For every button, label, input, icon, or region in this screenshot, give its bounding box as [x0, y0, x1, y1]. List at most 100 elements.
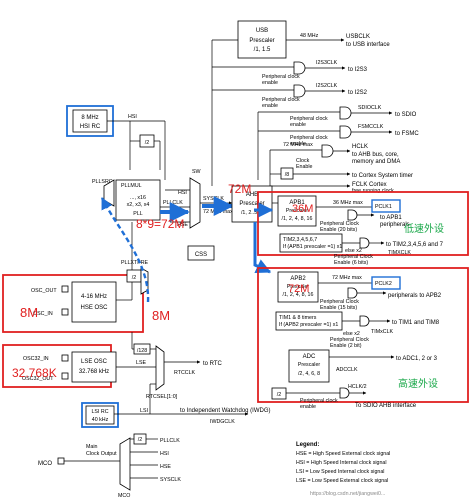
svg-text:Legend:: Legend: [296, 442, 319, 448]
svg-text:/2: /2 [145, 140, 149, 146]
svg-text:/2: /2 [138, 437, 142, 443]
osc-in-pin [61, 308, 69, 316]
svg-text:FSMCCLK: FSMCCLK [358, 124, 384, 130]
legend: Legend: HSE = High Speed External clock … [296, 442, 390, 484]
svg-text:Peripheral clock: Peripheral clock [290, 116, 328, 122]
osc-out-pin [61, 285, 69, 293]
svg-text:HSE: HSE [160, 464, 171, 470]
svg-text:72 MHz max: 72 MHz max [283, 142, 313, 148]
svg-text:x2, x3, x4: x2, x3, x4 [127, 202, 150, 208]
svg-text:Prescaler: Prescaler [286, 208, 309, 214]
apb1-highlight-frame [257, 191, 469, 256]
svg-text:USB: USB [256, 28, 268, 34]
svg-text:to APB1: to APB1 [380, 215, 402, 221]
svg-text:32.768 kHz: 32.768 kHz [79, 369, 109, 375]
lsi-rc-block: LSI RC 40 kHz [81, 402, 119, 428]
pllmul-block: PLLMUL ..., x16 x2, x3, x4 PLL [115, 179, 161, 221]
svg-text:PLLCLK: PLLCLK [163, 200, 183, 206]
svg-text:LSI: LSI [140, 408, 148, 414]
svg-text:TIM1 & 8 timers: TIM1 & 8 timers [279, 315, 317, 321]
svg-text:Prescaler: Prescaler [239, 201, 264, 207]
svg-text:Peripheral clock: Peripheral clock [290, 135, 328, 141]
hse-to-pll-highlight [100, 197, 150, 303]
mco-mux[interactable] [119, 437, 131, 491]
svg-text:APB2: APB2 [290, 276, 306, 282]
svg-text:I2S2CLK: I2S2CLK [316, 83, 338, 89]
svg-text:PLLCLK: PLLCLK [160, 438, 180, 444]
svg-text:TIMxCLK: TIMxCLK [371, 329, 394, 335]
svg-text:SW: SW [192, 169, 201, 175]
i2s2-gate [293, 84, 306, 98]
svg-text:Peripheral Clock: Peripheral Clock [330, 337, 369, 343]
svg-text:I2S3CLK: I2S3CLK [316, 60, 338, 66]
svg-text:/8: /8 [285, 172, 289, 178]
svg-text:Enable (2 bit): Enable (2 bit) [330, 343, 362, 349]
svg-text:enable: enable [290, 122, 306, 128]
svg-text:Prescaler: Prescaler [298, 362, 321, 368]
svg-text:HSE: HSE [177, 222, 188, 228]
apb1-prescaler-block: APB1 Prescaler /1, 2, 4, 8, 16 [277, 195, 317, 227]
annotation-hse-8m: 8M [20, 305, 38, 320]
annotation-high-speed: 高速外设 [398, 377, 438, 390]
svg-text:Enable: Enable [296, 164, 313, 170]
svg-text:RTCCLK: RTCCLK [174, 370, 196, 376]
svg-text:72 MHz max: 72 MHz max [203, 209, 233, 215]
svg-text:/128: /128 [137, 348, 147, 354]
svg-text:peripherals: peripherals [380, 222, 410, 228]
svg-text:memory and DMA: memory and DMA [352, 159, 400, 165]
svg-text:to I2S3: to I2S3 [348, 67, 368, 73]
svg-text:OSC_OUT: OSC_OUT [31, 288, 57, 294]
svg-text:to I2S2: to I2S2 [348, 90, 368, 96]
svg-text:/1, 1.5: /1, 1.5 [254, 47, 271, 53]
svg-text:ADCCLK: ADCCLK [336, 367, 358, 373]
svg-text:LSI = Low Speed Internal clock: LSI = Low Speed Internal clock signal [296, 469, 384, 475]
svg-text:Peripheral Clock: Peripheral Clock [320, 221, 359, 227]
svg-text:48 MHz: 48 MHz [300, 33, 319, 39]
svg-text:ADC: ADC [303, 354, 316, 360]
svg-text:MCO: MCO [38, 461, 52, 467]
rtcsel-mux[interactable] [155, 345, 165, 391]
svg-text:LSE: LSE [136, 360, 146, 366]
svg-text:..., x16: ..., x16 [130, 195, 146, 201]
svg-text:40 kHz: 40 kHz [92, 417, 109, 423]
svg-text:AHB: AHB [246, 192, 258, 198]
svg-text:/1, 2..512: /1, 2..512 [241, 210, 263, 216]
svg-text:OSC_IN: OSC_IN [33, 311, 53, 317]
svg-text:FCLK Cortex: FCLK Cortex [352, 182, 387, 188]
svg-text:36 MHz max: 36 MHz max [333, 200, 363, 206]
fsmc-gate [339, 125, 352, 139]
svg-text:/2: /2 [277, 392, 281, 398]
pllsrc-label: PLLSRC [92, 179, 113, 185]
hclk-gate [321, 144, 334, 158]
svg-text:SYSCLK: SYSCLK [160, 477, 181, 483]
svg-text:Peripheral Clock: Peripheral Clock [320, 299, 359, 305]
apb2-highlight-frame [257, 267, 469, 403]
sw-mux[interactable] [189, 177, 201, 229]
svg-text:MCO: MCO [118, 493, 130, 499]
svg-text:If (APB1 prescaler =1) x1: If (APB1 prescaler =1) x1 [283, 244, 342, 250]
svg-text:Peripheral clock: Peripheral clock [262, 97, 300, 103]
svg-text:SYSCLK: SYSCLK [203, 196, 224, 202]
svg-text:to ADC1, 2 or 3: to ADC1, 2 or 3 [396, 356, 438, 362]
svg-text:LSE = Low Speed External clock: LSE = Low Speed External clock signal [296, 478, 388, 484]
svg-text:OSC32_IN: OSC32_IN [23, 356, 49, 362]
svg-text:/2, 4, 6, 8: /2, 4, 6, 8 [298, 371, 320, 377]
svg-text:PLLXTPRE: PLLXTPRE [121, 260, 149, 266]
svg-text:HSI = High Speed Internal cloc: HSI = High Speed Internal clock signal [296, 460, 387, 466]
systimer-div8-block [280, 167, 294, 180]
svg-text:CSS: CSS [195, 252, 207, 258]
svg-text:to TIM1 and TIM8: to TIM1 and TIM8 [392, 320, 440, 326]
svg-text:enable: enable [262, 103, 278, 109]
svg-text:enable: enable [290, 141, 306, 147]
svg-text:To SDIO AHB interface: To SDIO AHB interface [355, 403, 417, 409]
svg-text:enable: enable [262, 80, 278, 86]
annotation-pll-calc: 8*9=72M [136, 217, 184, 231]
svg-text:to Cortex System timer: to Cortex System timer [352, 173, 413, 179]
svg-text:RTCSEL[1:0]: RTCSEL[1:0] [146, 394, 178, 400]
svg-text:to TIM2,3,4,5,6 and 7: to TIM2,3,4,5,6 and 7 [386, 242, 444, 248]
pclk2-highlight [371, 276, 401, 290]
annotation-low-speed: 低速外设 [404, 222, 444, 235]
apb2-prescaler-block: APB2 Prescaler /1, 2, 4, 8, 16 [277, 271, 319, 303]
annotation-prediv-8m: 8M [152, 308, 170, 323]
